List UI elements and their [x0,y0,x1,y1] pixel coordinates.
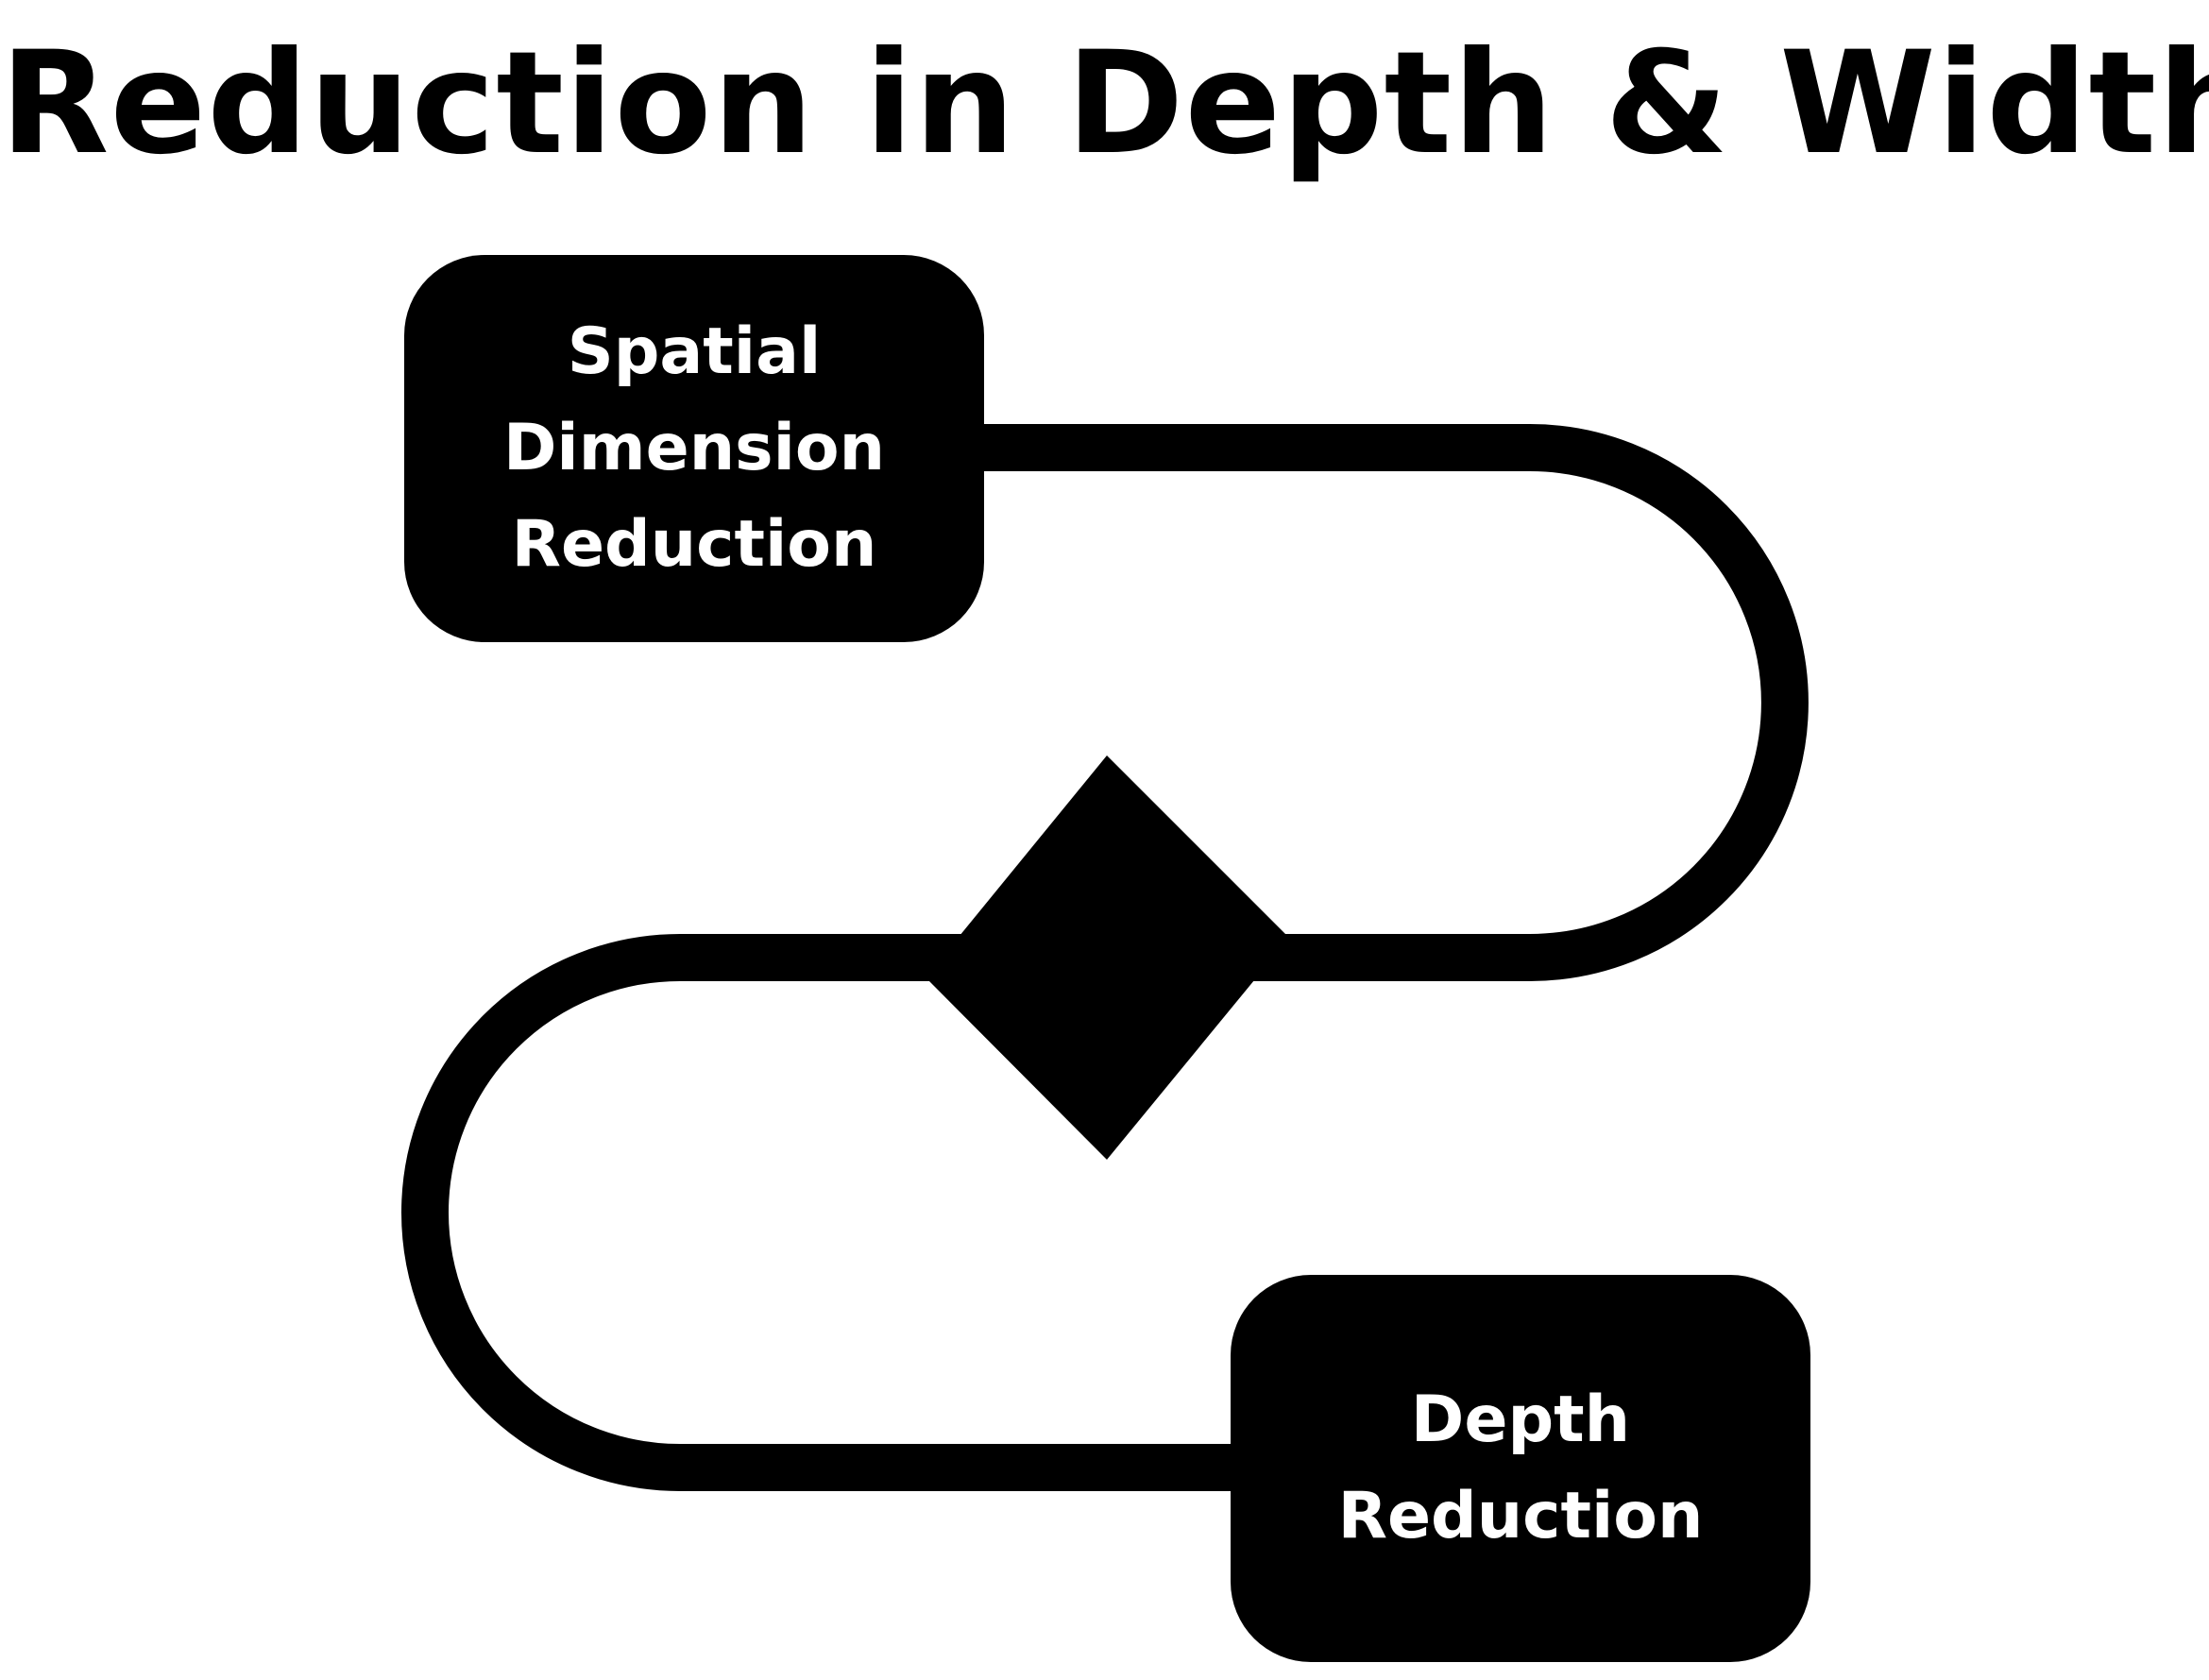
depth-node-line-1: Depth [1410,1383,1631,1457]
spatial-node-line-3: Reduction [511,507,877,582]
depth-reduction-node: Depth Reduction [1231,1275,1810,1662]
spatial-node-line-1: Spatial [567,314,822,389]
decision-diamond [926,755,1289,1160]
depth-node-line-2: Reduction [1337,1479,1704,1553]
spatial-dimension-reduction-node: Spatial Dimension Reduction [404,255,984,642]
spatial-node-line-2: Dimension [502,411,886,485]
diagram-title: Reduction in Depth & Width [0,22,2209,186]
